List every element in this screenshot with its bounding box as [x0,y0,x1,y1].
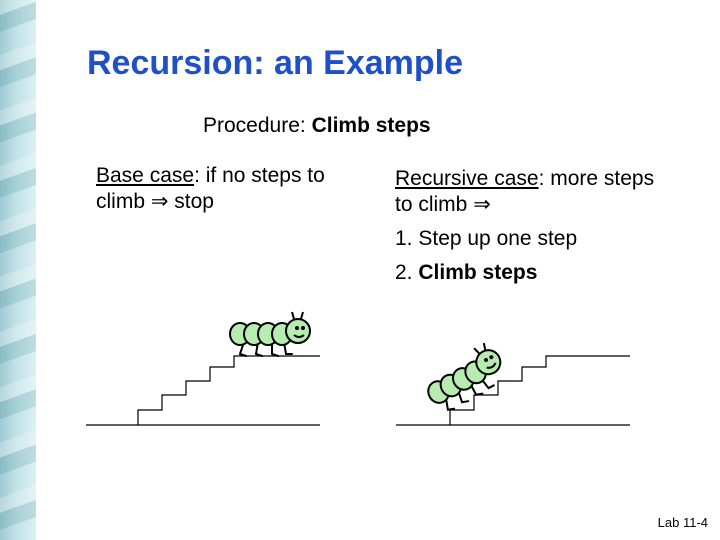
base-case-result: stop [168,190,214,213]
base-case-condition: : if no steps to climb [96,164,325,213]
staircase-left [86,355,320,426]
base-case-label: Base case [96,164,195,187]
recursive-step-2-name: Climb steps [418,261,538,284]
procedure-name: Climb steps [311,114,431,137]
staircase-right [396,355,630,426]
recursive-step-1: 1. Step up one step [395,227,578,250]
caterpillar-at-top-icon [229,311,311,357]
implies-arrow-icon: ⇒ [150,190,169,213]
recursive-case-text: Recursive case: more steps to climb ⇒ 1.… [395,166,675,286]
side-decoration-strip [0,0,36,540]
procedure-prefix: Procedure: [203,114,312,137]
procedure-line: Procedure: Climb steps [203,114,431,138]
recursive-case-condition: : more steps to climb [395,167,655,216]
base-case-text: Base case: if no steps to climb ⇒ stop [96,163,366,215]
slide-title: Recursion: an Example [87,44,464,82]
recursive-case-label: Recursive case [395,167,539,190]
recursive-step-2: 2. Climb steps [395,260,675,286]
slide-footer: Lab 11-4 [657,515,708,530]
caterpillar-climbing-icon [418,338,512,418]
recursive-step-2-number: 2. [395,261,419,284]
implies-arrow-icon: ⇒ [473,193,491,216]
